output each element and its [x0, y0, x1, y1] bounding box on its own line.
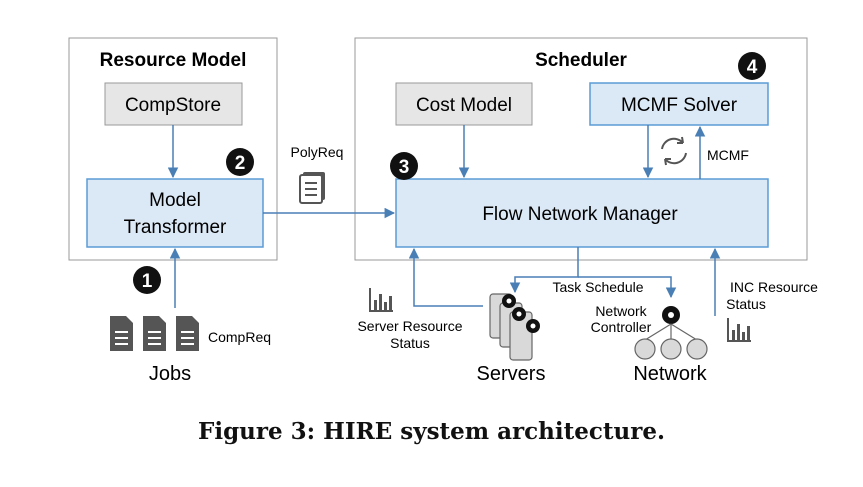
bar-chart-icon [727, 318, 751, 342]
flow-network-manager-box [395, 178, 769, 248]
servers-label: Servers [477, 363, 546, 385]
bar-chart-icon [369, 288, 393, 312]
mcmf-label: MCMF [707, 147, 749, 163]
cost-model-label: Cost Model [416, 95, 512, 116]
architecture-diagram: Resource Model CompStore Model Transform… [68, 37, 818, 385]
server-stack-icon [489, 293, 540, 361]
switch-node [686, 338, 708, 360]
refresh-cycle-icon [661, 136, 687, 166]
svg-text:2: 2 [235, 153, 246, 174]
inc-status-label-line2: Status [726, 296, 766, 312]
resource-model-title: Resource Model [100, 50, 247, 71]
polyreq-label: PolyReq [291, 144, 344, 160]
compstore-label: CompStore [125, 95, 221, 116]
svg-text:3: 3 [399, 157, 410, 178]
server-status-label-line1: Server Resource [357, 318, 462, 334]
inc-status-label-line1: INC Resource [730, 279, 818, 295]
arrow-task-schedule-servers [509, 247, 579, 294]
step-3-marker: 3 [390, 152, 418, 180]
job-document-icon [110, 316, 133, 351]
model-transformer-label-line1: Model [149, 190, 201, 211]
task-schedule-label: Task Schedule [552, 279, 643, 295]
jobs-label: Jobs [149, 363, 191, 385]
mcmf-solver-box [589, 82, 769, 126]
step-1-marker: 1 [133, 266, 161, 294]
scheduler-title: Scheduler [535, 50, 627, 71]
polyreq-document-icon [299, 172, 325, 204]
job-document-icon [176, 316, 199, 351]
network-link [644, 323, 672, 341]
model-transformer-label-line2: Transformer [124, 217, 227, 238]
server-status-label-line2: Status [390, 335, 430, 351]
network-controller-label-line2: Controller [591, 319, 652, 335]
model-transformer-box [86, 178, 264, 248]
network-link [670, 323, 698, 341]
step-4-marker: 4 [738, 52, 766, 80]
switch-node [634, 338, 656, 360]
network-controller-gear-icon [662, 306, 680, 324]
step-2-marker: 2 [226, 148, 254, 176]
network-label: Network [633, 363, 707, 385]
arrow-task-schedule-network [578, 276, 677, 299]
mcmf-solver-label: MCMF Solver [621, 95, 738, 116]
compstore-box [104, 82, 243, 126]
svg-text:1: 1 [142, 271, 153, 292]
svg-text:4: 4 [747, 57, 758, 78]
flow-network-manager-label: Flow Network Manager [482, 204, 678, 225]
figure-caption: Figure 3: HIRE system architecture. [198, 418, 665, 445]
compreq-label: CompReq [208, 329, 271, 345]
network-controller-label-line1: Network [595, 303, 647, 319]
arrow-server-status [408, 247, 483, 307]
switch-node [660, 338, 682, 360]
job-document-icon [143, 316, 166, 351]
